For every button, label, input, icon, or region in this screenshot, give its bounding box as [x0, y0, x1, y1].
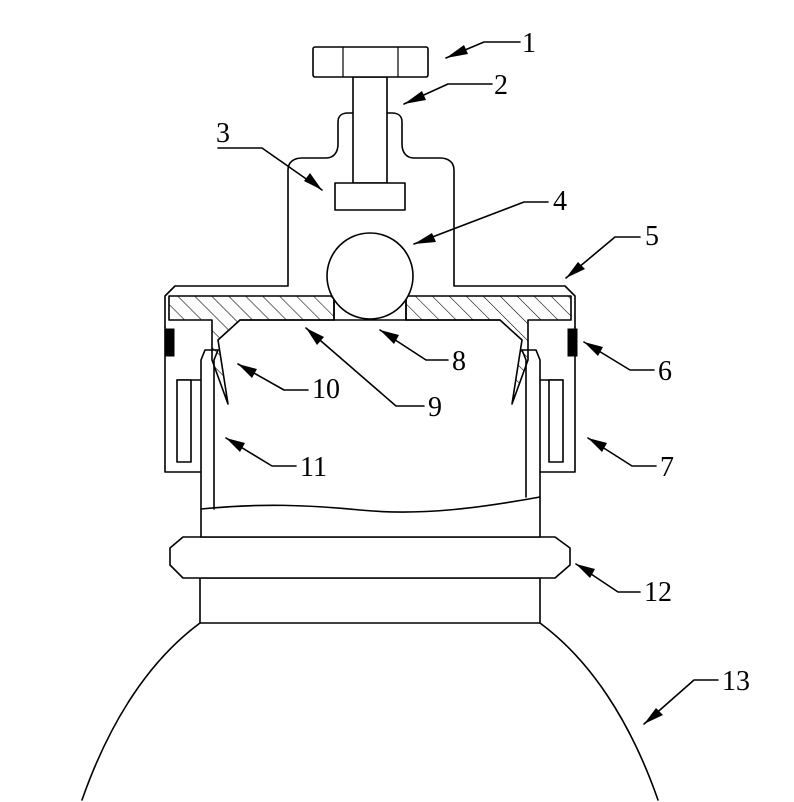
- leader-lines: [217, 41, 719, 725]
- label-13: 13: [722, 666, 750, 697]
- cylinder-neck: [199, 577, 541, 624]
- label-12: 12: [644, 577, 672, 608]
- valve-stem: [352, 76, 388, 184]
- neck-break-section: [200, 496, 541, 538]
- label-10: 10: [312, 374, 340, 405]
- part-labels: 1 2 3 4 5 6 7 8 9 10 11 12 13: [216, 28, 750, 697]
- handwheel: [312, 46, 429, 78]
- clamp-bracket-right: [539, 379, 564, 463]
- cylinder-body: [81, 622, 659, 801]
- seal-ring-right: [567, 328, 578, 357]
- label-11: 11: [300, 452, 327, 483]
- clamp-bracket-left: [176, 379, 201, 463]
- hex-collar: [169, 536, 571, 579]
- label-7: 7: [660, 452, 674, 483]
- valve-ball: [326, 232, 414, 320]
- hatched-seat-plate: [168, 295, 572, 405]
- label-1: 1: [522, 28, 536, 59]
- label-6: 6: [658, 356, 672, 387]
- label-5: 5: [645, 221, 659, 252]
- stem-disc: [334, 182, 406, 211]
- label-9: 9: [428, 392, 442, 423]
- label-2: 2: [494, 70, 508, 101]
- seal-ring-left: [164, 328, 175, 357]
- label-3: 3: [216, 118, 230, 149]
- label-8: 8: [452, 346, 466, 377]
- label-4: 4: [553, 186, 567, 217]
